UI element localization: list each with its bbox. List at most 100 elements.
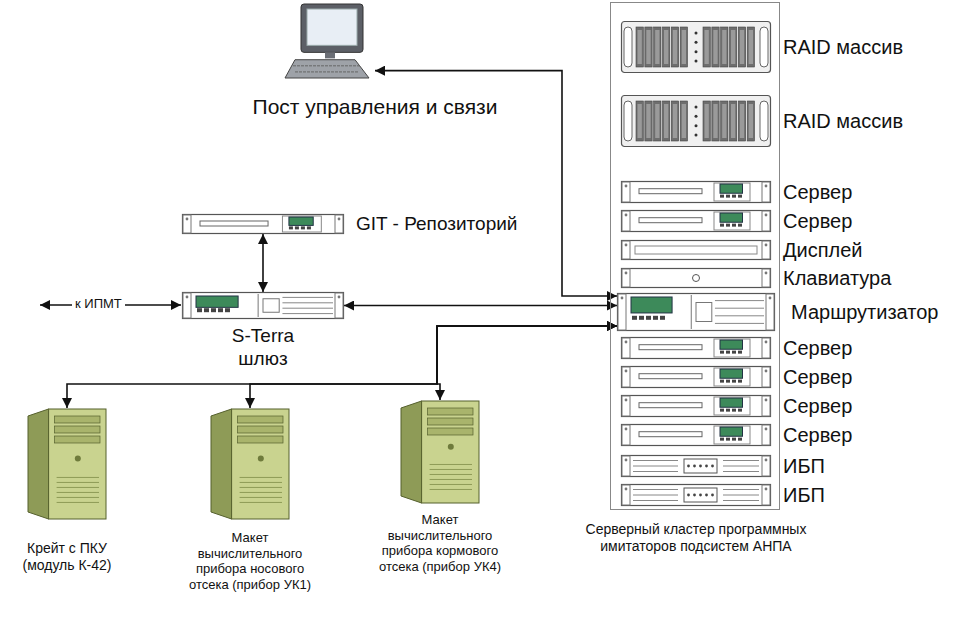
grill-line <box>57 487 99 488</box>
drive-bay <box>428 408 473 415</box>
chassis <box>183 293 344 319</box>
lcd <box>720 340 743 349</box>
drive-face <box>713 104 717 138</box>
chassis <box>618 294 775 331</box>
drive-bay <box>738 101 745 141</box>
drive-slot <box>639 218 702 223</box>
link-arrow <box>344 305 617 307</box>
button <box>738 438 742 441</box>
drive-bay <box>663 101 670 141</box>
grill-line <box>430 484 472 485</box>
button <box>225 308 230 312</box>
front-panel <box>714 183 750 201</box>
tower-icon <box>400 400 480 504</box>
tower-side <box>28 409 49 519</box>
button <box>720 438 724 441</box>
raid-array: RAID массив <box>621 95 771 147</box>
grill-line <box>240 477 282 478</box>
drive-bay <box>654 27 661 67</box>
indicator <box>687 494 690 497</box>
chassis <box>622 96 771 147</box>
drive-slot <box>639 432 702 437</box>
rack-ear <box>622 485 630 505</box>
server-icon <box>621 395 771 417</box>
rack-ear <box>622 269 630 287</box>
status-led <box>695 50 698 53</box>
grill-line <box>57 497 99 498</box>
status-led <box>695 32 698 35</box>
rack-ear <box>618 294 626 330</box>
button <box>738 409 742 412</box>
button <box>218 308 223 312</box>
raid-icon <box>621 21 771 73</box>
unit-label: GIT - Репозиторий <box>356 213 517 236</box>
vent-line <box>633 466 678 467</box>
grill-line <box>57 477 99 478</box>
rack-ear <box>762 485 770 505</box>
ear-screw <box>186 218 189 221</box>
rack-display: Дисплей <box>621 240 771 260</box>
tower-computer: Макет вычислительного прибора носового о… <box>185 408 315 613</box>
lcd <box>631 297 672 313</box>
computer-icon <box>283 2 375 80</box>
ear-screw <box>625 214 628 217</box>
router-icon <box>182 292 344 319</box>
grill-line <box>240 502 282 503</box>
node-caption: Крейт с ПКУ (модуль К-42) <box>7 540 127 574</box>
link-arrow <box>250 326 617 408</box>
handle <box>760 27 768 67</box>
drive-bay <box>730 27 737 67</box>
lcd <box>196 296 238 307</box>
link-label: к ИПМТ <box>72 296 125 312</box>
button <box>726 409 730 412</box>
button <box>726 195 730 198</box>
rack-ear <box>622 211 630 231</box>
grill-line <box>240 482 282 483</box>
drive-face <box>722 30 726 64</box>
vent-line <box>633 495 678 496</box>
handle <box>760 101 768 141</box>
ear-screw <box>765 272 768 275</box>
button <box>738 195 742 198</box>
unit-label: Сервер <box>783 423 852 447</box>
vent-line <box>723 460 759 461</box>
ear-screw <box>625 185 628 188</box>
drive-face <box>673 104 677 138</box>
panel-divider <box>691 295 692 329</box>
vent-line <box>723 500 759 501</box>
rack-ear <box>622 241 630 259</box>
router-unit: Маршрутизатор <box>617 293 775 331</box>
chassis <box>183 215 344 234</box>
drive-bay <box>703 101 710 141</box>
chassis <box>622 456 771 477</box>
button <box>732 351 736 354</box>
latch <box>693 275 700 282</box>
indicator <box>693 465 696 468</box>
node-caption: Пост управления и связи <box>205 94 545 119</box>
button <box>732 195 736 198</box>
drive-bay <box>747 27 754 67</box>
front-panel <box>282 216 321 232</box>
vent-line <box>633 460 678 461</box>
rack-keyboard: Клавиатура <box>621 268 771 288</box>
server-icon <box>621 210 771 232</box>
drive-slot <box>200 221 268 226</box>
button <box>646 316 651 320</box>
rack-ear <box>762 456 770 476</box>
link-arrow <box>437 326 617 400</box>
vent-line <box>633 489 678 490</box>
node-caption: Макет вычислительного прибора кормового … <box>375 512 505 574</box>
drive-face <box>646 30 650 64</box>
front-panel <box>714 397 750 415</box>
vent-line <box>282 297 333 298</box>
rack-ear <box>762 338 770 358</box>
display-lid <box>635 246 757 254</box>
unit-label: Сервер <box>783 209 852 233</box>
rack-ear <box>762 211 770 231</box>
server-icon <box>182 214 344 234</box>
drive-slot <box>639 374 702 379</box>
rack-ear <box>622 338 630 358</box>
button <box>653 316 658 320</box>
server-unit: Сервер <box>621 424 771 446</box>
